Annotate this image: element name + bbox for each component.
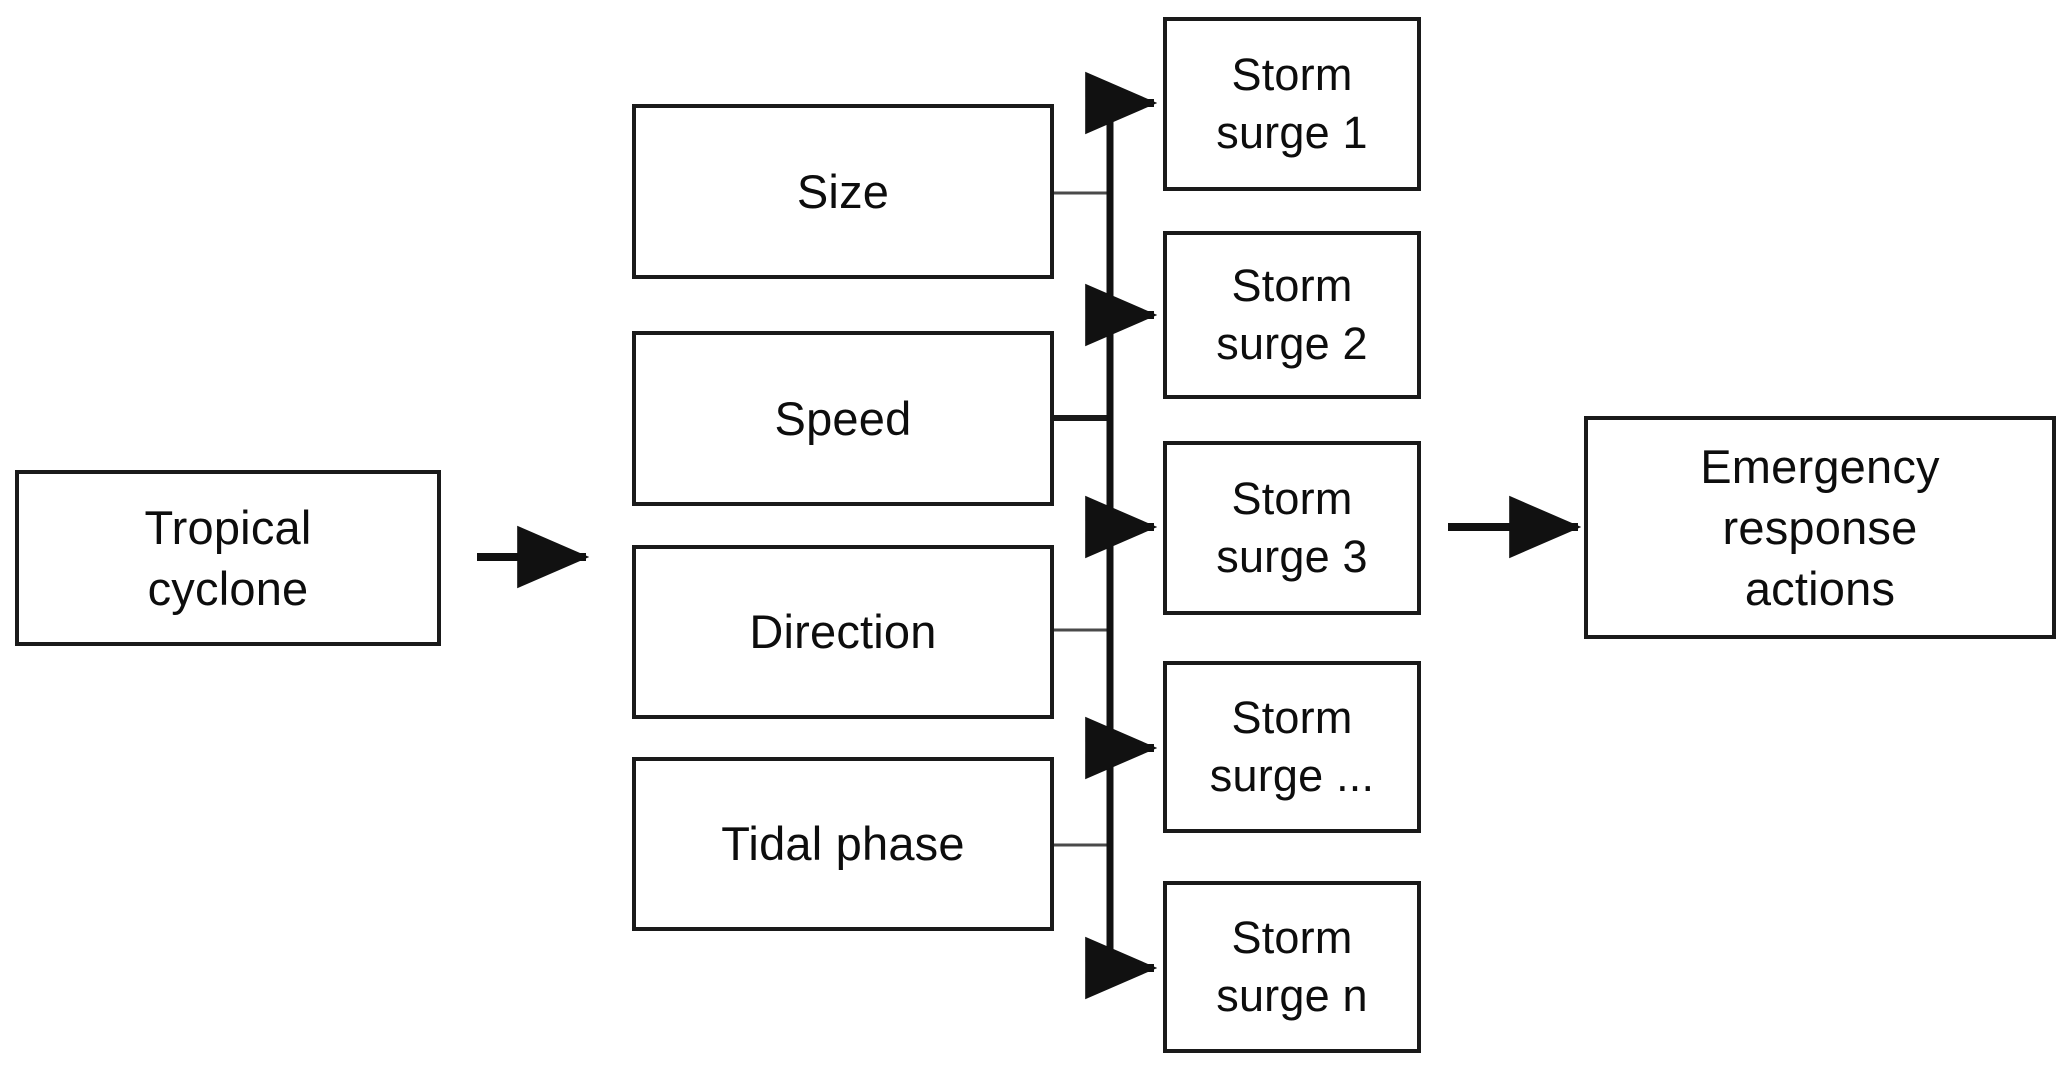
node-storm-surge-ellipsis[interactable]: Storm surge ... bbox=[1163, 661, 1421, 833]
node-parameter-speed[interactable]: Speed bbox=[632, 331, 1054, 506]
node-storm-surge-n[interactable]: Storm surge n bbox=[1163, 881, 1421, 1053]
node-parameter-direction[interactable]: Direction bbox=[632, 545, 1054, 719]
node-parameter-size[interactable]: Size bbox=[632, 104, 1054, 279]
node-storm-surge-2[interactable]: Storm surge 2 bbox=[1163, 231, 1421, 399]
node-storm-surge-3[interactable]: Storm surge 3 bbox=[1163, 441, 1421, 615]
node-parameter-tidal-phase[interactable]: Tidal phase bbox=[632, 757, 1054, 931]
node-storm-surge-1[interactable]: Storm surge 1 bbox=[1163, 17, 1421, 191]
node-tropical-cyclone[interactable]: Tropical cyclone bbox=[15, 470, 441, 646]
node-emergency-response-actions[interactable]: Emergency response actions bbox=[1584, 416, 2056, 639]
